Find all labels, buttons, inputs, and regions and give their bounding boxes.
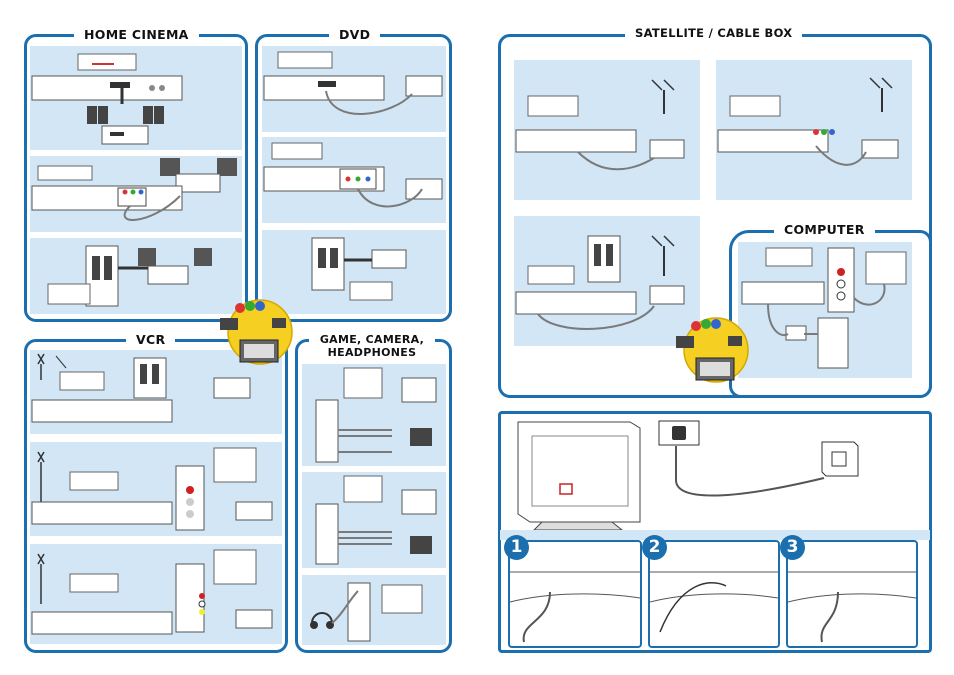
connector-cluster-left [220, 296, 296, 368]
step-3-badge: 3 [780, 535, 805, 560]
game-title: GAME, CAMERA, HEADPHONES [309, 333, 435, 359]
home-cinema-panel-1 [30, 46, 242, 150]
vcr-title: VCR [126, 333, 176, 346]
step-3-panel [786, 540, 918, 648]
home-cinema-panel-3 [30, 238, 242, 314]
step-2-panel [648, 540, 780, 648]
step-1-panel [508, 540, 642, 648]
step-2-badge: 2 [642, 535, 667, 560]
computer-panel [738, 242, 912, 378]
satellite-panel-2 [716, 60, 912, 200]
vcr-panel-3 [30, 544, 282, 644]
power-socket-inset [658, 420, 700, 446]
dvd-panel-1 [262, 46, 446, 132]
satellite-title: SATELLITE / CABLE BOX [625, 27, 803, 40]
satellite-panel-3 [514, 216, 700, 346]
home-cinema-title: HOME CINEMA [74, 28, 199, 41]
game-panel-3 [302, 575, 446, 645]
steps-band [500, 530, 930, 540]
computer-title: COMPUTER [774, 223, 875, 236]
dvd-panel-3 [262, 230, 446, 314]
wall-outlet [818, 438, 860, 480]
vcr-panel-1 [30, 350, 282, 434]
satellite-panel-1 [514, 60, 700, 200]
dvd-panel-2 [262, 137, 446, 223]
step-1-badge: 1 [504, 535, 529, 560]
vcr-panel-2 [30, 442, 282, 536]
power-cord [664, 440, 864, 510]
game-panel-2 [302, 472, 446, 568]
tv-back-illustration [512, 418, 652, 530]
home-cinema-panel-2 [30, 156, 242, 232]
connector-cluster-right [676, 314, 752, 386]
game-panel-1 [302, 364, 446, 466]
dvd-title: DVD [329, 28, 381, 41]
